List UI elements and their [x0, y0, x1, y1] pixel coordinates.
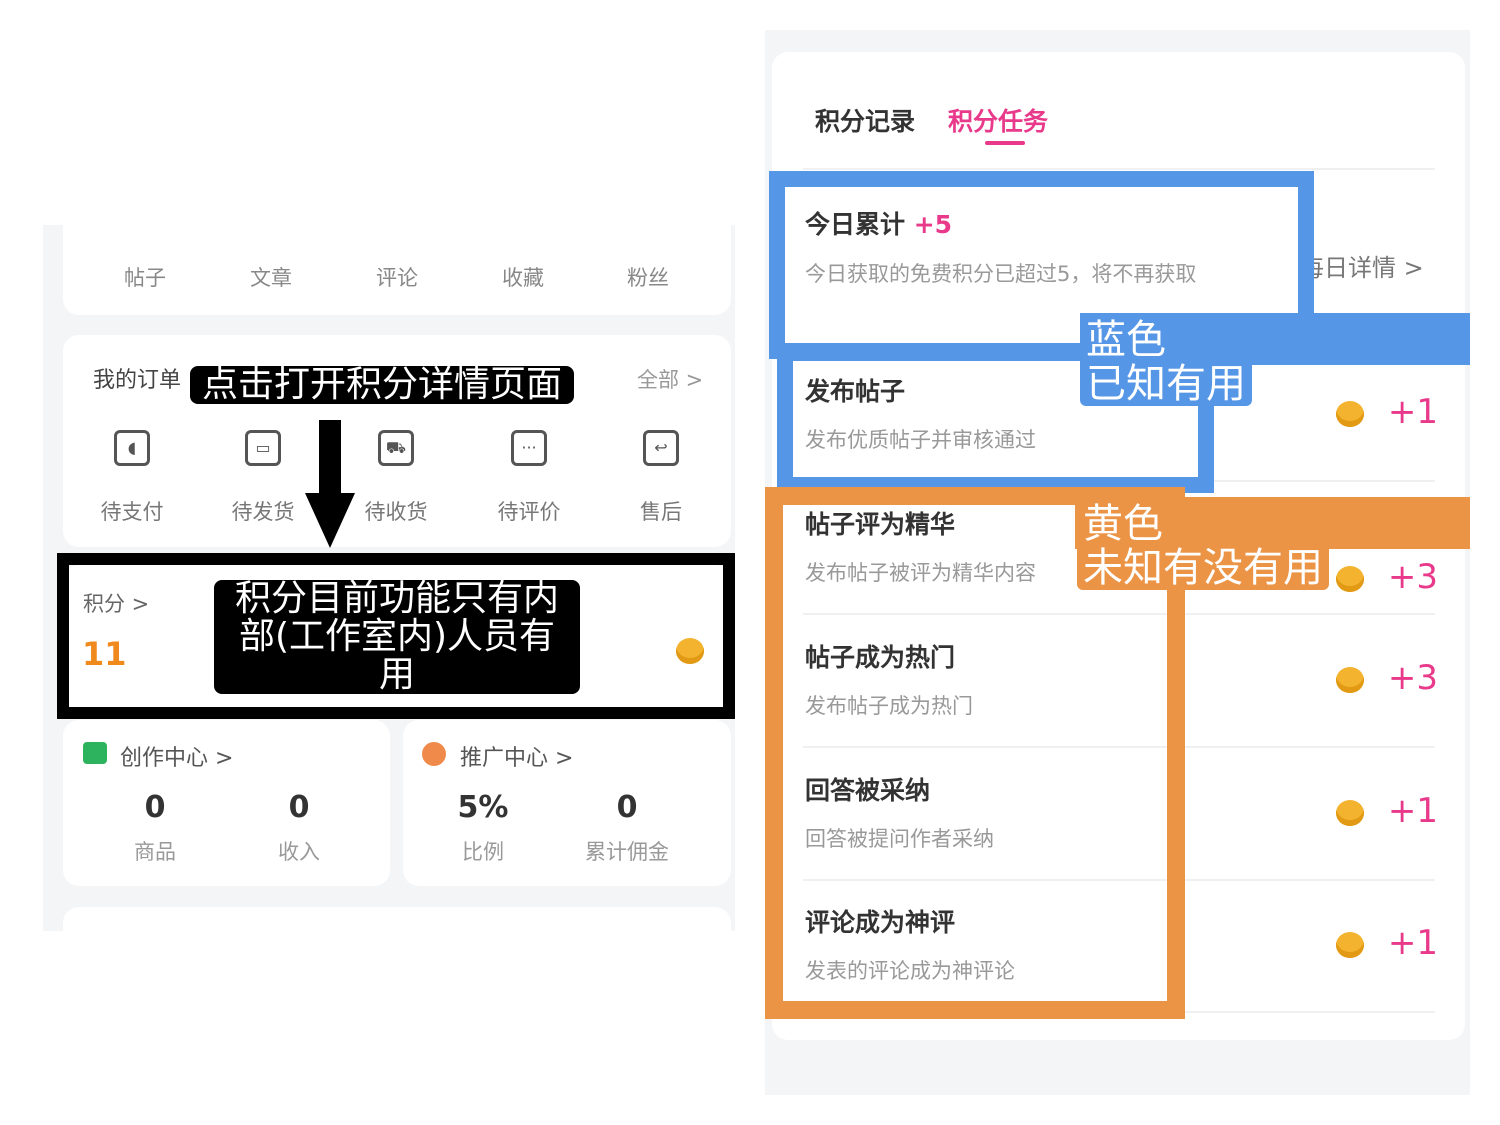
order-pending-payment[interactable]: ◖ 待支付: [82, 430, 182, 526]
points-value: 11: [82, 635, 127, 673]
task-reward: +1: [1335, 923, 1438, 963]
active-tab-indicator: [985, 141, 1025, 145]
divider: [803, 879, 1435, 881]
stat-comments[interactable]: 评论: [376, 266, 418, 290]
points-note: 积分目前功能只有内部(工作室内)人员有用: [214, 580, 580, 694]
today-title: 今日累计 +5: [805, 210, 953, 239]
task-reward: +3: [1335, 658, 1438, 698]
goods-value: 0: [144, 790, 166, 825]
order-label: 待评价: [497, 500, 561, 524]
commission-label: 累计佣金: [585, 840, 669, 864]
income-value: 0: [288, 790, 310, 825]
task-title: 帖子评为精华: [805, 510, 956, 539]
stats-card: [63, 225, 731, 315]
money-bag-icon: [422, 742, 446, 766]
arrow-down-icon: [305, 493, 355, 548]
task-reward: +3: [1335, 557, 1438, 597]
box-icon: ▭: [245, 430, 281, 466]
divider: [803, 168, 1435, 170]
coins-icon: [1335, 565, 1364, 592]
goods-label: 商品: [134, 840, 176, 864]
task-title: 帖子成为热门: [805, 643, 956, 672]
shop-icon: [83, 742, 107, 764]
stat-fans[interactable]: 粉丝: [627, 266, 669, 290]
order-pending-ship[interactable]: ▭ 待发货: [213, 430, 313, 526]
task-title: 评论成为神评: [805, 908, 956, 937]
blue-note: 蓝色 已知有用: [1080, 318, 1252, 406]
task-desc: 回答被提问作者采纳: [805, 827, 994, 851]
truck-icon: ⛟: [378, 430, 414, 466]
coins-icon: [1335, 931, 1364, 958]
task-title: 发布帖子: [805, 377, 906, 406]
task-desc: 发表的评论成为神评论: [805, 959, 1015, 983]
chat-icon: ···: [511, 430, 547, 466]
divider: [803, 746, 1435, 748]
reward-value: +3: [1387, 658, 1438, 698]
task-reward: +1: [1335, 392, 1438, 432]
orders-title: 我的订单: [93, 368, 182, 393]
stat-favorites[interactable]: 收藏: [502, 266, 544, 290]
order-label: 待收货: [364, 500, 428, 524]
task-desc: 发布帖子成为热门: [805, 694, 973, 718]
task-reward: +1: [1335, 791, 1438, 831]
click-note: 点击打开积分详情页面: [190, 366, 574, 404]
order-pending-review[interactable]: ··· 待评价: [479, 430, 579, 526]
orange-highlight-box: [765, 487, 1185, 1019]
tab-points-record[interactable]: 积分记录: [815, 107, 916, 136]
orange-note: 黄色 未知有没有用: [1077, 502, 1329, 590]
reward-value: +1: [1387, 923, 1438, 963]
order-pending-receive[interactable]: ⛟ 待收货: [346, 430, 446, 526]
creation-title[interactable]: 创作中心 >: [120, 746, 234, 771]
reward-value: +1: [1387, 791, 1438, 831]
task-title: 回答被采纳: [805, 776, 931, 805]
reward-value: +3: [1387, 557, 1438, 597]
orders-all-link[interactable]: 全部 >: [637, 368, 704, 392]
order-after-sale[interactable]: ↩ 售后: [611, 430, 711, 526]
points-highlight-box: [57, 553, 735, 719]
ratio-label: 比例: [462, 840, 504, 864]
task-desc: 发布优质帖子并审核通过: [805, 428, 1036, 452]
coins-icon: [1335, 400, 1364, 427]
wallet-icon: ◖: [114, 430, 150, 466]
income-label: 收入: [278, 840, 320, 864]
arrow-shaft: [319, 420, 341, 495]
task-desc: 发布帖子被评为精华内容: [805, 561, 1036, 585]
divider: [803, 613, 1435, 615]
creation-card[interactable]: [63, 720, 390, 886]
stat-posts[interactable]: 帖子: [124, 266, 166, 290]
promo-title[interactable]: 推广中心 >: [460, 746, 574, 771]
stat-articles[interactable]: 文章: [250, 266, 292, 290]
coins-icon: [676, 638, 704, 664]
reward-value: +1: [1387, 392, 1438, 432]
ratio-value: 5%: [457, 790, 509, 825]
points-label[interactable]: 积分 >: [83, 592, 150, 616]
order-label: 售后: [640, 500, 682, 524]
daily-detail-link[interactable]: 每日详情 >: [1300, 254, 1424, 282]
tab-points-tasks[interactable]: 积分任务: [948, 107, 1049, 136]
order-label: 待发货: [231, 500, 295, 524]
coins-icon: [1335, 799, 1364, 826]
next-card: [63, 907, 731, 931]
promo-card[interactable]: [403, 720, 731, 886]
order-label: 待支付: [100, 500, 164, 524]
commission-value: 0: [616, 790, 638, 825]
coins-icon: [1335, 666, 1364, 693]
today-desc: 今日获取的免费积分已超过5，将不再获取: [805, 262, 1197, 286]
return-icon: ↩: [643, 430, 679, 466]
